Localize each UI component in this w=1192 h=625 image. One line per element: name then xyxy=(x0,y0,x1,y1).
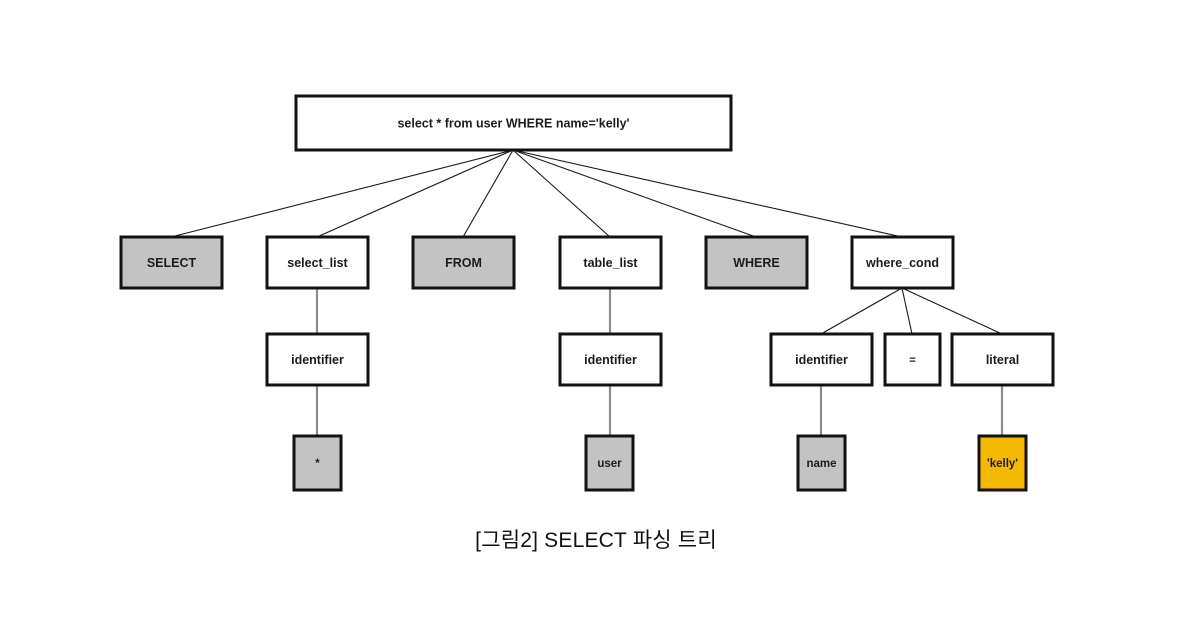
node-label-identifier-where: identifier xyxy=(795,353,848,367)
connector-layer xyxy=(315,288,1004,436)
node-box-leaf-name xyxy=(796,434,847,492)
tree-node-identifier-where[interactable]: identifier xyxy=(769,332,874,387)
tree-edge-literal-node xyxy=(901,287,1003,335)
tree-node-equals-operator[interactable]: = xyxy=(883,332,942,387)
node-box-where-keyword xyxy=(704,235,809,290)
tree-edge-select-keyword xyxy=(170,149,514,238)
node-box-identifier-table xyxy=(558,332,663,387)
tree-node-leaf-kelly[interactable]: 'kelly' xyxy=(977,434,1028,492)
tree-edge-table-list xyxy=(512,149,611,238)
tree-edge-select-list xyxy=(316,149,514,238)
tree-edge-equals-operator xyxy=(901,287,913,335)
node-label-where-keyword: WHERE xyxy=(733,256,780,270)
tree-node-leaf-name[interactable]: name xyxy=(796,434,847,492)
tree-node-literal-node[interactable]: literal xyxy=(950,332,1055,387)
node-box-table-list xyxy=(558,235,663,290)
tree-edge-from-keyword xyxy=(462,149,514,238)
node-layer: select * from user WHERE name='kelly' SEL… xyxy=(119,94,1055,492)
node-label-leaf-kelly: 'kelly' xyxy=(987,458,1018,470)
tree-edge-identifier-where xyxy=(820,287,903,335)
node-box-where-cond xyxy=(850,235,955,290)
node-label-from-keyword: FROM xyxy=(445,256,482,270)
tree-node-table-list[interactable]: table_list xyxy=(558,235,663,290)
node-box-equals-operator xyxy=(883,332,942,387)
tree-edge-where-keyword xyxy=(512,149,757,238)
node-box-leaf-star xyxy=(292,434,343,492)
node-box-leaf-kelly xyxy=(977,434,1028,492)
node-label-equals-operator: = xyxy=(909,354,915,366)
tree-node-root-query[interactable]: select * from user WHERE name='kelly' xyxy=(294,94,733,152)
node-label-leaf-user: user xyxy=(597,458,622,470)
node-box-root-query xyxy=(294,94,733,152)
tree-node-leaf-star[interactable]: * xyxy=(292,434,343,492)
node-label-table-list: table_list xyxy=(583,256,638,270)
node-box-select-keyword xyxy=(119,235,224,290)
tree-node-from-keyword[interactable]: FROM xyxy=(411,235,516,290)
node-box-from-keyword xyxy=(411,235,516,290)
figure-caption: [그림2] SELECT 파싱 트리 xyxy=(475,529,717,552)
node-label-select-keyword: SELECT xyxy=(147,256,197,270)
tree-node-select-list[interactable]: select_list xyxy=(265,235,370,290)
edge-layer xyxy=(170,149,1003,335)
tree-node-select-keyword[interactable]: SELECT xyxy=(119,235,224,290)
node-label-leaf-name: name xyxy=(806,458,836,470)
tree-node-leaf-user[interactable]: user xyxy=(584,434,635,492)
tree-node-where-keyword[interactable]: WHERE xyxy=(704,235,809,290)
node-box-leaf-user xyxy=(584,434,635,492)
node-box-identifier-where xyxy=(769,332,874,387)
tree-node-identifier-select[interactable]: identifier xyxy=(265,332,370,387)
node-label-where-cond: where_cond xyxy=(865,256,939,270)
tree-edge-where-cond xyxy=(512,149,903,238)
node-label-root-query: select * from user WHERE name='kelly' xyxy=(397,116,629,130)
tree-node-identifier-table[interactable]: identifier xyxy=(558,332,663,387)
node-box-select-list xyxy=(265,235,370,290)
node-label-identifier-select: identifier xyxy=(291,353,344,367)
tree-node-where-cond[interactable]: where_cond xyxy=(850,235,955,290)
node-label-literal-node: literal xyxy=(986,353,1019,367)
node-label-identifier-table: identifier xyxy=(584,353,637,367)
node-label-select-list: select_list xyxy=(287,256,348,270)
node-label-leaf-star: * xyxy=(315,458,320,470)
node-box-literal-node xyxy=(950,332,1055,387)
node-box-identifier-select xyxy=(265,332,370,387)
